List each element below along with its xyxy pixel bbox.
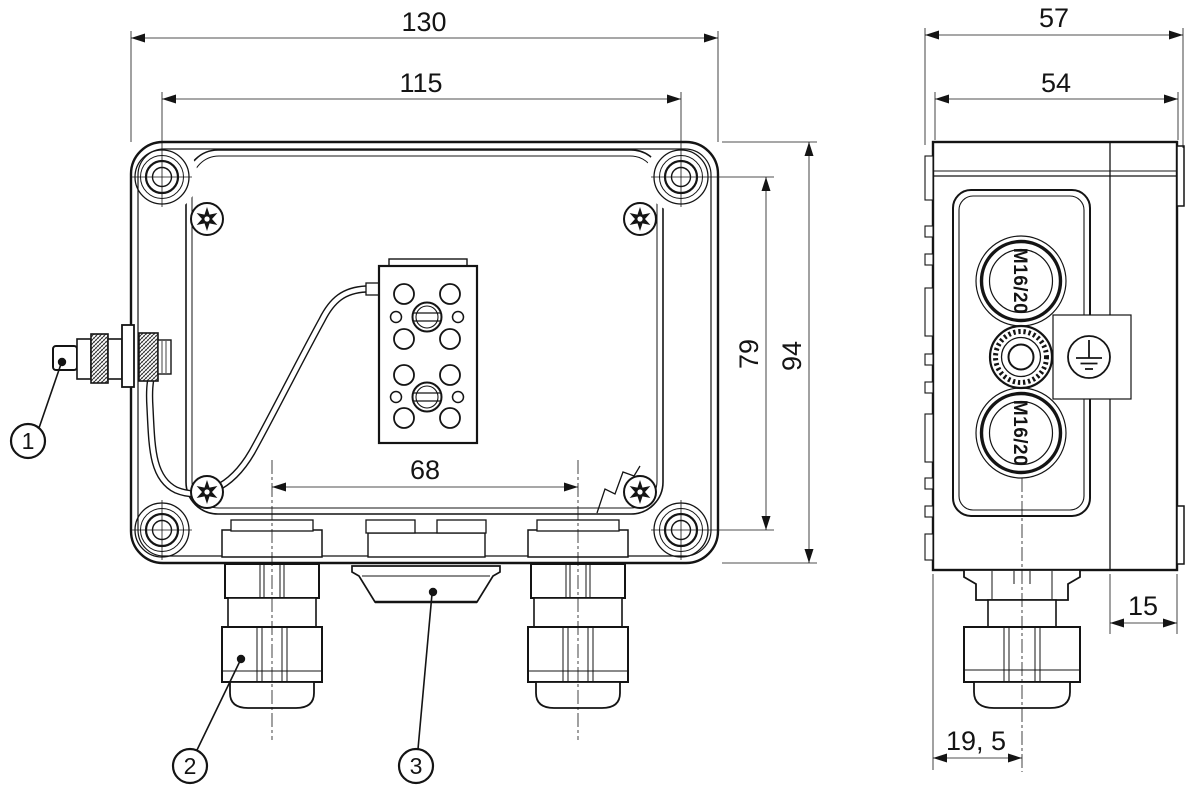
cable-connector (52, 324, 172, 388)
dim-130-label: 130 (401, 7, 446, 37)
knockout-bottom-label: M16/20 (1009, 400, 1030, 466)
earth-terminal-plate (1052, 314, 1132, 400)
torx-screw (190, 475, 224, 509)
dim-gland-spacing: 68 (272, 455, 578, 492)
earth-ground-symbol (1067, 335, 1111, 379)
mounting-tab-middle (365, 519, 487, 558)
terminal-screw-top (411, 301, 443, 333)
corner-screw-holes (132, 92, 774, 560)
callout-2-number: 2 (184, 753, 197, 779)
bearing-insert (988, 324, 1054, 390)
callout-2: 2 (171, 654, 246, 785)
side-view: M16/20 M16/20 (924, 3, 1185, 772)
dim-width-overall: 130 (130, 7, 719, 142)
dim-gland-offset: 19, 5 (932, 574, 1022, 770)
dim-15-label: 15 (1128, 591, 1158, 621)
callout-1: 1 (9, 357, 67, 460)
side-tab-bottom-right (1176, 505, 1185, 565)
lid-recess (185, 149, 664, 515)
break-line (596, 465, 641, 514)
cable-ferrule (365, 282, 381, 296)
knockout-bottom: M16/20 (974, 386, 1068, 480)
dim-54-label: 54 (1041, 68, 1071, 98)
leader-dot (428, 587, 438, 597)
torx-screw (623, 202, 657, 236)
leader-dot (57, 357, 67, 367)
knockout-top: M16/20 (974, 234, 1068, 328)
dim-68-label: 68 (410, 455, 440, 485)
dim-height-overall: 94 (722, 141, 817, 564)
terminal-holes (389, 283, 465, 429)
side-tab-top-right (1176, 145, 1185, 207)
front-view: 130 115 68 79 94 (52, 7, 817, 740)
knockout-top-label: M16/20 (1009, 248, 1030, 314)
dim-hole-spacing-y: 79 (734, 177, 771, 530)
callout-3: 3 (397, 587, 438, 785)
lid-seam-clips (924, 155, 934, 561)
dim-94-label: 94 (777, 341, 807, 371)
terminal-screw-bottom (411, 381, 443, 413)
connector-flange (121, 324, 135, 388)
dim-79-label: 79 (734, 339, 764, 369)
terminal-block (365, 258, 479, 445)
torx-screw (623, 475, 657, 509)
dim-depth-overall: 57 (924, 3, 1184, 148)
dim-19-5-label: 19, 5 (946, 726, 1006, 756)
callout-3-number: 3 (410, 753, 423, 779)
blanking-plug (351, 565, 501, 604)
dim-115-label: 115 (399, 68, 442, 98)
dim-depth-body: 54 (934, 68, 1179, 140)
dim-hole-spacing-x: 115 (162, 68, 681, 104)
torx-screw (190, 202, 224, 236)
callout-1-number: 1 (22, 428, 35, 454)
dim-57-label: 57 (1039, 3, 1069, 33)
dim-edge-offset: 15 (1109, 574, 1178, 634)
leader-dot (236, 654, 246, 664)
